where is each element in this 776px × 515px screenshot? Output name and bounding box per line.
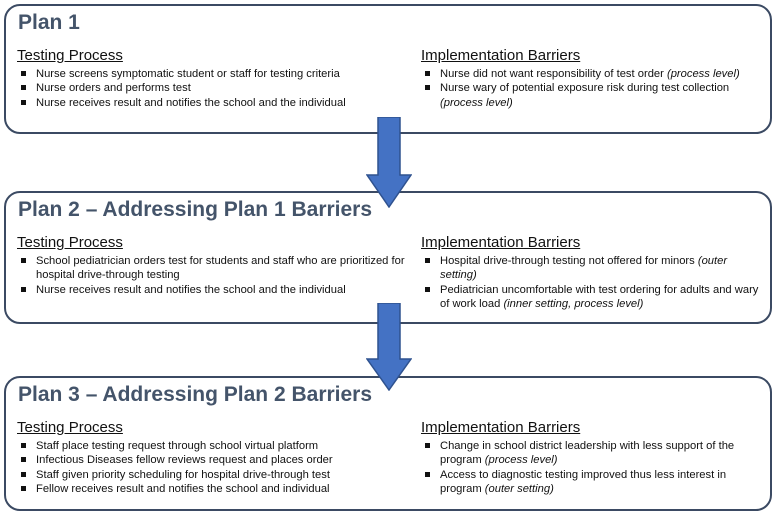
item-text: Change in school district leadership wit… [440,440,735,467]
list-item: School pediatrician orders test for stud… [17,254,407,283]
plan-title: Plan 2 – Addressing Plan 1 Barriers [18,198,373,221]
implementation-barriers-list: Hospital drive-through testing not offer… [421,254,766,312]
implementation-barriers-list: Nurse did not want responsibility of tes… [421,67,766,110]
testing-process-header: Testing Process [17,234,123,251]
implementation-barriers-header: Implementation Barriers [421,419,581,436]
item-text: Nurse did not want responsibility of tes… [440,68,667,80]
list-item: Nurse receives result and notifies the s… [17,96,407,110]
item-text: Nurse orders and performs test [36,82,191,95]
list-item: Fellow receives result and notifies the … [17,482,407,496]
implementation-barriers-column: Implementation Barriers Hospital drive-t… [421,234,766,312]
item-text: Staff given priority scheduling for hosp… [36,468,330,481]
list-item: Pediatrician uncomfortable with test ord… [421,283,766,312]
implementation-barriers-column: Implementation Barriers Nurse did not wa… [421,47,766,110]
list-item: Staff place testing request through scho… [17,439,407,453]
item-text: Nurse screens symptomatic student or sta… [36,68,340,80]
down-arrow-icon [366,117,412,208]
item-note: (inner setting, process level) [503,298,644,311]
down-arrow-icon [366,303,412,391]
item-note: (process level) [484,454,558,467]
list-item: Hospital drive-through testing not offer… [421,254,766,283]
list-item: Nurse receives result and notifies the s… [17,283,407,297]
item-text: Hospital drive-through testing not offer… [440,255,698,267]
item-text: School pediatrician orders test for stud… [36,255,405,282]
plan-title: Plan 1 [18,11,80,34]
implementation-barriers-list: Change in school district leadership wit… [421,439,766,497]
item-text: Access to diagnostic testing improved th… [440,468,727,496]
list-item: Nurse did not want responsibility of tes… [421,67,766,81]
testing-process-column: Testing Process School pediatrician orde… [17,234,407,297]
testing-process-list: Nurse screens symptomatic student or sta… [17,67,407,110]
implementation-barriers-column: Implementation Barriers Change in school… [421,419,766,497]
plan-1-box: Plan 1 Testing Process Nurse screens sym… [4,4,772,134]
item-text: Infectious Diseases fellow reviews reque… [36,454,333,467]
testing-process-header: Testing Process [17,419,123,436]
testing-process-header: Testing Process [17,47,123,64]
item-text: Staff place testing request through scho… [36,440,319,452]
testing-process-list: Staff place testing request through scho… [17,439,407,497]
implementation-barriers-header: Implementation Barriers [421,47,581,64]
plan-2-box: Plan 2 – Addressing Plan 1 Barriers Test… [4,191,772,324]
plan-3-box: Plan 3 – Addressing Plan 2 Barriers Test… [4,376,772,511]
list-item: Nurse screens symptomatic student or sta… [17,67,407,81]
testing-process-list: School pediatrician orders test for stud… [17,254,407,297]
item-text: Nurse receives result and notifies the s… [36,96,346,109]
list-item: Change in school district leadership wit… [421,439,766,468]
item-text: Nurse receives result and notifies the s… [36,283,346,296]
item-note: (outer setting) [440,255,728,282]
list-item: Nurse orders and performs test [17,81,407,95]
item-text: Fellow receives result and notifies the … [36,483,330,496]
testing-process-column: Testing Process Nurse screens symptomati… [17,47,407,110]
list-item: Infectious Diseases fellow reviews reque… [17,453,407,467]
plan-title: Plan 3 – Addressing Plan 2 Barriers [18,383,373,406]
list-item: Access to diagnostic testing improved th… [421,468,766,497]
item-text: Nurse wary of potential exposure risk du… [440,82,730,95]
testing-process-column: Testing Process Staff place testing requ… [17,419,407,497]
item-note: (process level) [666,68,740,80]
item-note: (outer setting) [484,483,554,496]
list-item: Nurse wary of potential exposure risk du… [421,81,766,110]
implementation-barriers-header: Implementation Barriers [421,234,581,251]
item-text: Pediatrician uncomfortable with test ord… [440,283,759,311]
list-item: Staff given priority scheduling for hosp… [17,468,407,482]
item-note: (process level) [440,96,513,109]
